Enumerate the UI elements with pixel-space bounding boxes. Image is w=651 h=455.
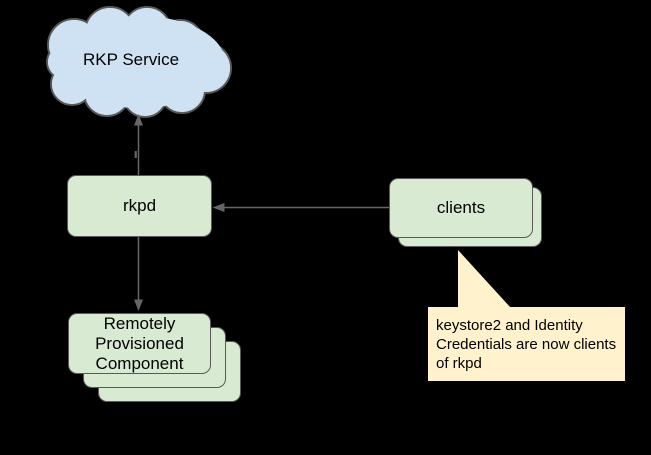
- callout-note-text: keystore2 and Identity Credentials are n…: [436, 317, 617, 372]
- callout-tail: [458, 250, 510, 307]
- rpc-label: Remotely Provisioned Component: [95, 313, 184, 373]
- rkp-service-node: RKP Service: [36, 8, 226, 112]
- rpc-node: Remotely Provisioned Component: [68, 313, 211, 374]
- arrow-rkpd-to-rkp-service: [134, 114, 143, 175]
- connector-joint-tick: [134, 151, 137, 158]
- rkpd-node: rkpd: [67, 175, 212, 237]
- rkp-service-label: RKP Service: [82, 50, 180, 69]
- clients-node: clients: [389, 178, 533, 238]
- arrow-clients-to-rkpd: [212, 203, 390, 212]
- clients-label: clients: [436, 198, 486, 217]
- callout-note: keystore2 and Identity Credentials are n…: [428, 307, 625, 381]
- rkpd-label: rkpd: [122, 196, 157, 215]
- arrow-rkpd-to-rpc: [134, 237, 143, 311]
